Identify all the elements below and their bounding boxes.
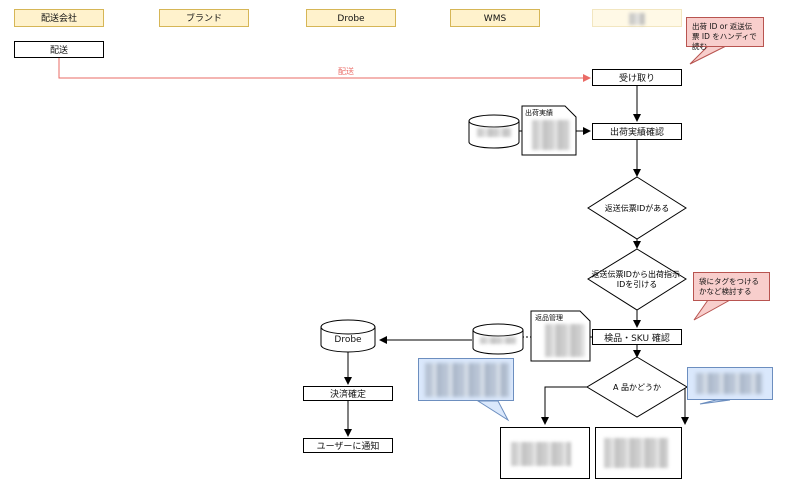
decision-a-grade-label: A 品かどうか xyxy=(613,383,661,392)
callout-pointer-blue-left xyxy=(476,400,510,422)
database-returns-redacted xyxy=(480,337,516,344)
document-returns-label: 返品管理 xyxy=(535,314,563,322)
decision-lookup-label: 返送伝票IDから出荷指示 IDを引ける xyxy=(591,269,682,289)
note-blue-right-redacted xyxy=(696,373,762,394)
callout-pointer-blue-right xyxy=(699,399,731,405)
database-shipment xyxy=(468,114,520,149)
lane-drobe: Drobe xyxy=(306,9,396,27)
document-shipment-label: 出荷実績 xyxy=(525,109,553,117)
database-shipment-redacted xyxy=(477,128,511,137)
database-drobe xyxy=(320,319,376,353)
node-inspection: 検品・SKU 確認 xyxy=(592,329,682,345)
result-box-left xyxy=(500,427,590,479)
lane-wms: WMS xyxy=(450,9,540,27)
decision-lookup-order xyxy=(587,248,687,311)
document-shipment-redacted xyxy=(532,120,570,150)
result-box-right-redacted xyxy=(604,438,668,468)
decision-return-slip-label: 返送伝票IDがある xyxy=(605,203,670,213)
node-shipment-check: 出荷実績確認 xyxy=(592,123,682,140)
result-box-right xyxy=(595,427,682,479)
lane-redacted xyxy=(592,9,682,27)
lane-brand: ブランド xyxy=(159,9,249,27)
edge-delivery xyxy=(58,58,591,82)
node-notify-user: ユーザーに通知 xyxy=(303,438,393,453)
decision-return-slip xyxy=(587,176,687,240)
note-blue-right xyxy=(687,367,773,400)
lane-delivery-company: 配送会社 xyxy=(14,9,104,27)
node-delivery: 配送 xyxy=(14,41,104,58)
decision-a-grade xyxy=(586,356,688,418)
document-returns-redacted xyxy=(545,324,585,357)
edge-decision3-left xyxy=(541,386,590,425)
callout-pointer-tag xyxy=(693,299,732,321)
node-receive: 受け取り xyxy=(592,69,682,86)
edge-label-delivery: 配送 xyxy=(338,66,354,76)
result-box-left-redacted xyxy=(511,442,571,466)
note-handy-scan: 出荷 ID or 返送伝票 ID をハンディで読む xyxy=(686,17,764,51)
database-drobe-label: Drobe xyxy=(334,335,362,345)
note-blue-left-redacted xyxy=(425,363,509,397)
note-tag-idea: 袋にタグをつけるかなど検討する xyxy=(693,272,770,301)
node-settlement: 決済確定 xyxy=(303,386,393,401)
note-blue-left xyxy=(418,358,514,401)
redacted-text xyxy=(629,13,645,25)
